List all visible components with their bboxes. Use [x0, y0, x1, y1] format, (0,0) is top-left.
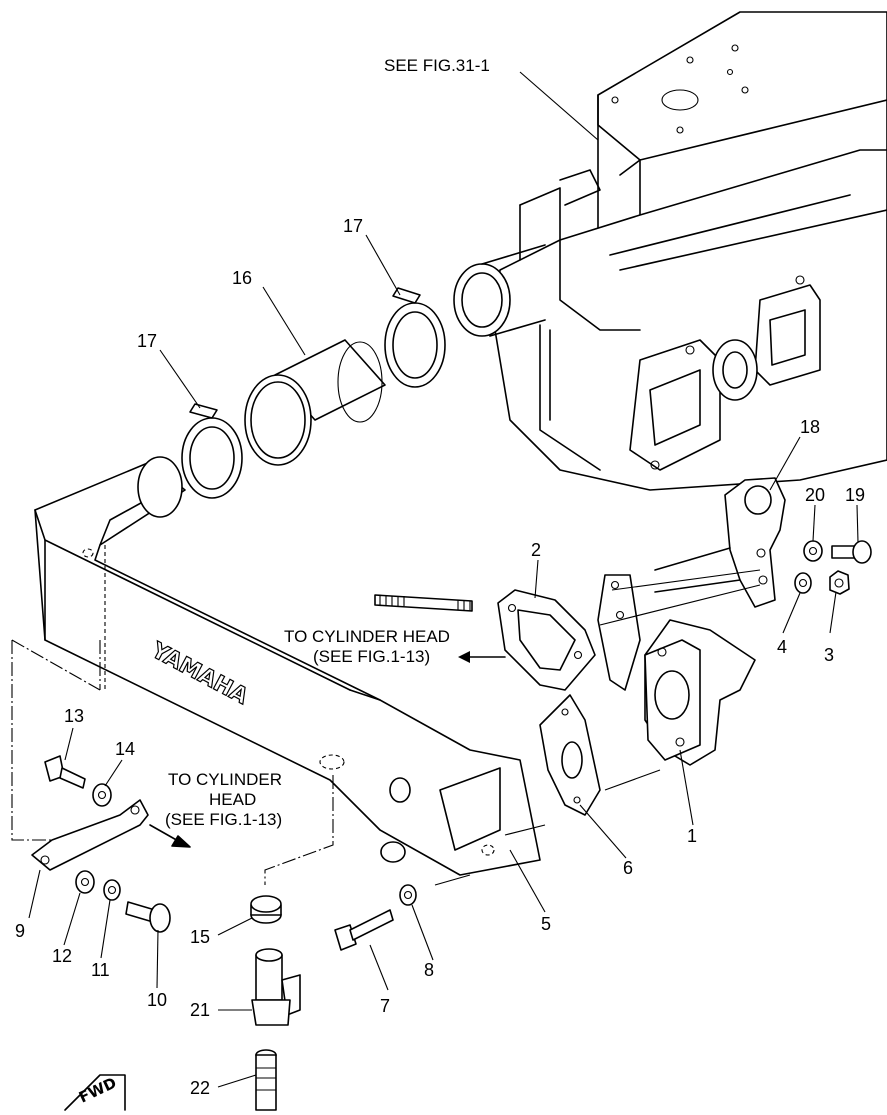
- washer-14: [92, 783, 112, 807]
- part-number-21: 21: [190, 1000, 210, 1020]
- part-number-19: 19: [845, 485, 865, 505]
- hose-clamp-upper: [384, 287, 446, 388]
- to-cylinder-head-top-line1: TO CYLINDER HEAD: [284, 627, 450, 646]
- part-number-4: 4: [777, 637, 787, 657]
- drain-cock-21: [251, 948, 301, 1026]
- washer-11: [103, 879, 121, 901]
- part-number-18: 18: [800, 417, 820, 437]
- align-lines-lower: [434, 769, 661, 886]
- hose-nipple-22: [255, 1049, 277, 1111]
- bracket: [654, 477, 786, 608]
- part-number-10: 10: [147, 990, 167, 1010]
- part-number-3: 3: [824, 645, 834, 665]
- fasteners-right: [794, 540, 872, 595]
- fwd-arrow-to-head: [149, 824, 191, 848]
- stay-plate-9: [31, 799, 149, 871]
- fwd-indicator: FWD: [64, 1074, 126, 1111]
- callout-leaders: [28, 234, 859, 1088]
- part-number-1: 1: [687, 826, 697, 846]
- bolt-7: [334, 909, 394, 951]
- part-number-12: 12: [52, 946, 72, 966]
- to-cylinder-head-left-line3: (SEE FIG.1-13): [165, 810, 282, 829]
- hose: [244, 339, 386, 466]
- fwd-label: FWD: [76, 1074, 119, 1107]
- washer-8: [399, 884, 417, 906]
- part-number-2: 2: [531, 540, 541, 560]
- part-number-16: 16: [232, 268, 252, 288]
- part-number-14: 14: [115, 739, 135, 759]
- part-number-9: 9: [15, 921, 25, 941]
- gasket-6: [539, 694, 601, 816]
- cylinder-block: [453, 11, 887, 491]
- gasket-2: [497, 589, 596, 691]
- align-lines: [599, 569, 761, 626]
- to-cylinder-head-top-line2: (SEE FIG.1-13): [313, 647, 430, 666]
- part-number-8: 8: [424, 960, 434, 980]
- elbow-joint: [597, 574, 756, 766]
- leader-see-fig-31-1: [519, 71, 599, 141]
- part-number-7: 7: [380, 996, 390, 1016]
- part-number-15: 15: [190, 927, 210, 947]
- part-number-17-upper: 17: [343, 216, 363, 236]
- part-number-5: 5: [541, 914, 551, 934]
- arrow-to-cylinder-head-top: [458, 651, 506, 663]
- bolt-10: [125, 901, 171, 933]
- chain-line-plug: [264, 775, 334, 885]
- washer-12: [75, 870, 95, 894]
- stud-bolt: [374, 594, 473, 612]
- part-number-17-lower: 17: [137, 331, 157, 351]
- to-cylinder-head-left-line2: HEAD: [209, 790, 256, 809]
- to-cylinder-head-left-line1: TO CYLINDER: [168, 770, 282, 789]
- part-number-6: 6: [623, 858, 633, 878]
- part-number-11: 11: [91, 960, 110, 980]
- part-number-22: 22: [190, 1078, 210, 1098]
- see-fig-31-1-label: SEE FIG.31-1: [384, 56, 490, 75]
- water-pipe: [34, 456, 541, 876]
- bolt-13: [44, 755, 86, 789]
- plug-15: [250, 895, 282, 924]
- part-number-20: 20: [805, 485, 825, 505]
- hose-clamp-lower: [181, 403, 243, 499]
- chain-line-left: [11, 639, 101, 841]
- part-number-13: 13: [64, 706, 84, 726]
